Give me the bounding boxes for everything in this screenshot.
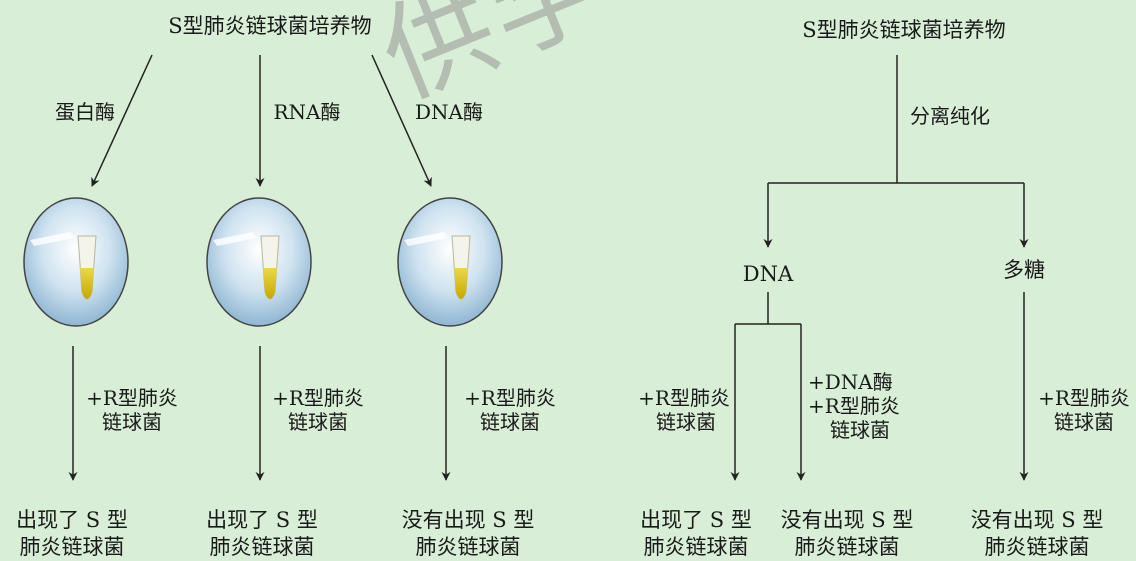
process-label: 分离纯化 — [910, 104, 990, 128]
result-right-1: 出现了 S 型肺炎链球菌 — [640, 508, 752, 559]
enzyme-label-dnase: DNA酶 — [415, 100, 483, 124]
arrow-dnase — [371, 54, 432, 187]
result-left-3: 没有出现 S 型肺炎链球菌 — [401, 508, 535, 559]
addition-dna-a: +R型肺炎链球菌 — [638, 386, 730, 434]
component-dna: DNA — [742, 262, 794, 286]
result-right-2: 没有出现 S 型肺炎链球菌 — [780, 508, 914, 559]
addition-polysaccharide: +R型肺炎链球菌 — [1038, 386, 1130, 434]
arrow-protease — [91, 54, 153, 187]
addition-label-2: +R型肺炎链球菌 — [272, 386, 364, 434]
test-tube-icon — [206, 197, 312, 327]
result-right-3: 没有出现 S 型肺炎链球菌 — [970, 508, 1104, 559]
right-source-label: S型肺炎链球菌培养物 — [802, 18, 1006, 42]
component-polysaccharide: 多糖 — [1003, 258, 1045, 282]
left-source-label: S型肺炎链球菌培养物 — [168, 14, 372, 38]
test-tube-icon — [23, 197, 129, 327]
result-left-1: 出现了 S 型肺炎链球菌 — [16, 508, 128, 559]
enzyme-label-protease: 蛋白酶 — [55, 100, 115, 124]
enzyme-label-rnase: RNA酶 — [273, 100, 341, 124]
addition-dna-b: +DNA酶+R型肺炎链球菌 — [808, 370, 900, 442]
addition-label-3: +R型肺炎链球菌 — [464, 386, 556, 434]
test-tube-icon — [397, 197, 503, 327]
addition-label-1: +R型肺炎链球菌 — [86, 386, 178, 434]
result-left-2: 出现了 S 型肺炎链球菌 — [206, 508, 318, 559]
